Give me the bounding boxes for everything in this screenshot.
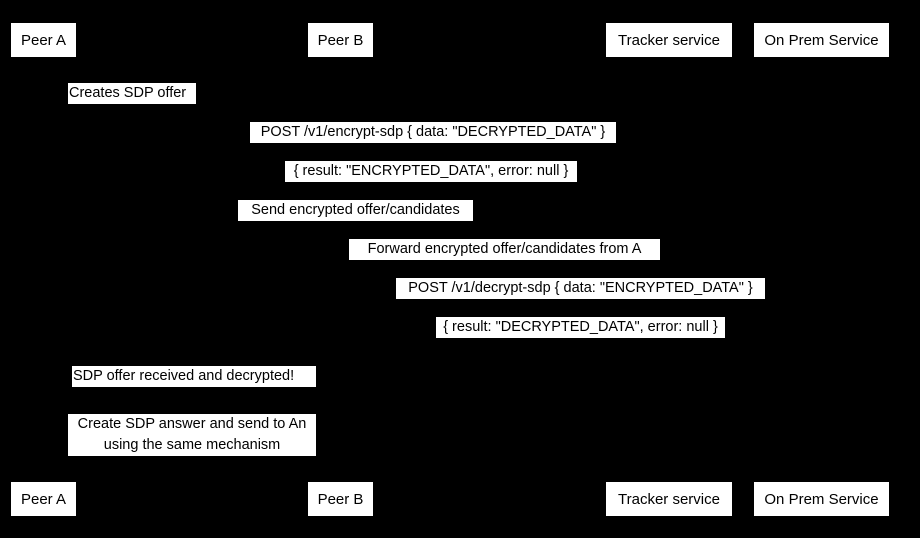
- arrow-post-encrypt-sdp: [43, 143, 821, 144]
- participant-footer-tracker-service[interactable]: Tracker service: [605, 481, 733, 517]
- participant-header-on-prem-service[interactable]: On Prem Service: [753, 22, 890, 58]
- participant-footer-peer-b[interactable]: Peer B: [307, 481, 374, 517]
- message-label-create-sdp-answer: Create SDP answer and send to An using t…: [68, 414, 316, 456]
- arrow-create-sdp-answer: [340, 456, 380, 457]
- participant-header-peer-b[interactable]: Peer B: [307, 22, 374, 58]
- arrow-post-decrypt-sdp: [340, 299, 821, 300]
- arrow-forward-encrypted-offer: [340, 260, 668, 261]
- participant-footer-peer-a[interactable]: Peer A: [10, 481, 77, 517]
- participant-footer-on-prem-service[interactable]: On Prem Service: [753, 481, 890, 517]
- participant-footer-on-prem-service-label: On Prem Service: [764, 490, 879, 508]
- message-label-decrypt-sdp-result: { result: "DECRYPTED_DATA", error: null …: [436, 317, 725, 338]
- arrow-encrypt-sdp-result: [43, 182, 821, 183]
- message-label-creates-sdp-offer: Creates SDP offer: [68, 83, 196, 104]
- participant-header-tracker-service[interactable]: Tracker service: [605, 22, 733, 58]
- message-label-post-encrypt-sdp: POST /v1/encrypt-sdp { data: "DECRYPTED_…: [250, 122, 616, 143]
- message-label-send-encrypted-offer: Send encrypted offer/candidates: [238, 200, 473, 221]
- arrow-decrypt-sdp-result: [340, 338, 821, 339]
- arrow-creates-sdp-offer: [43, 104, 83, 105]
- message-label-post-decrypt-sdp: POST /v1/decrypt-sdp { data: "ENCRYPTED_…: [396, 278, 765, 299]
- participant-header-peer-b-label: Peer B: [317, 31, 364, 49]
- participant-header-on-prem-service-label: On Prem Service: [764, 31, 879, 49]
- lifeline-peer-b: [340, 58, 341, 481]
- message-label-forward-encrypted-offer: Forward encrypted offer/candidates from …: [349, 239, 660, 260]
- participant-footer-tracker-service-label: Tracker service: [618, 490, 720, 508]
- lifeline-tracker-service: [668, 58, 669, 481]
- message-label-encrypt-sdp-result: { result: "ENCRYPTED_DATA", error: null …: [285, 161, 577, 182]
- arrow-send-encrypted-offer: [43, 221, 668, 222]
- lifeline-peer-a: [43, 58, 44, 481]
- participant-footer-peer-b-label: Peer B: [317, 490, 364, 508]
- participant-header-peer-a-label: Peer A: [20, 31, 67, 49]
- arrow-sdp-offer-received: [340, 387, 380, 388]
- participant-footer-peer-a-label: Peer A: [20, 490, 67, 508]
- message-label-sdp-offer-received: SDP offer received and decrypted!: [72, 366, 316, 387]
- participant-header-tracker-service-label: Tracker service: [618, 31, 720, 49]
- lifeline-on-prem-service: [821, 58, 822, 481]
- participant-header-peer-a[interactable]: Peer A: [10, 22, 77, 58]
